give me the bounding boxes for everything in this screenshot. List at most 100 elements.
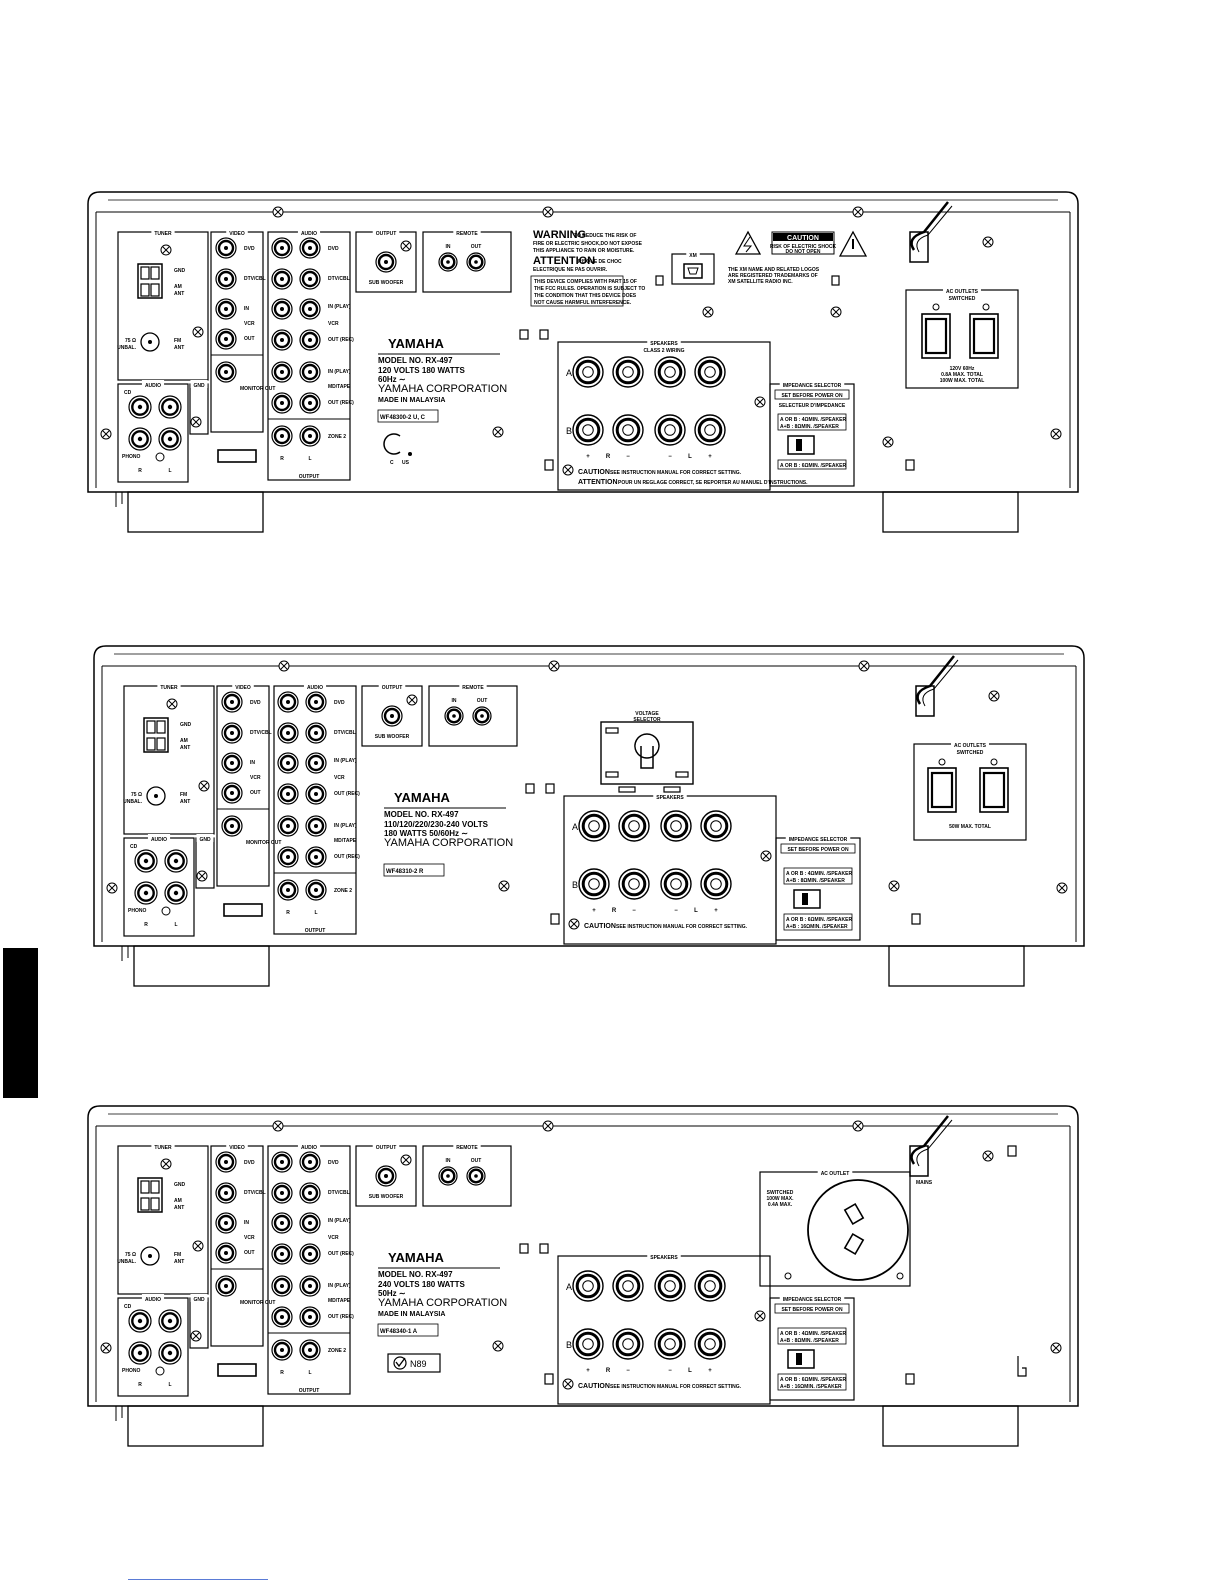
ac-spec-label: 50W MAX. TOTAL — [949, 824, 991, 830]
ac-spec-label: SWITCHED — [767, 1190, 794, 1196]
mark-square — [550, 913, 560, 925]
gnd-section: GND — [195, 834, 215, 889]
terminal-hole — [664, 1338, 676, 1350]
xm-section: XM — [671, 250, 715, 285]
rca-jack-icon — [271, 1243, 293, 1265]
mark-square — [519, 329, 529, 340]
warning-title: WARNING — [533, 229, 586, 241]
voltage-tab — [618, 786, 636, 793]
zone2-label: ZONE 2 — [334, 888, 352, 894]
jack-shell — [307, 724, 325, 742]
terminal-r: R — [606, 1368, 611, 1374]
jack-shell — [273, 1184, 291, 1202]
rca-jack-icon — [271, 1306, 293, 1328]
jack-shell — [468, 1168, 484, 1184]
serial-box — [377, 409, 439, 423]
rca-jack-icon — [158, 427, 182, 451]
jack-pin — [286, 761, 290, 765]
hdmi-slot — [217, 449, 257, 463]
rca-jack-icon — [164, 849, 188, 873]
screw-icon — [400, 240, 412, 252]
rca-jack-icon — [215, 1182, 237, 1204]
terminal-hole — [622, 366, 634, 378]
impedance-section-title: IMPEDANCE SELECTOR — [789, 837, 848, 843]
rca-jack-icon — [271, 425, 293, 447]
power-cord-icon — [910, 201, 949, 251]
rating-line: 120 VOLTS 180 WATTS — [378, 366, 466, 375]
audio-input-label: MD/TAPE — [328, 384, 351, 390]
video-out-label: OUT — [244, 336, 255, 342]
yamaha-logo: YAMAHA — [394, 790, 450, 805]
screw-icon — [754, 396, 766, 408]
rca-jack-icon — [215, 1212, 237, 1234]
impedance-section-title: IMPEDANCE SELECTOR — [783, 383, 842, 389]
jack-shell — [279, 881, 297, 899]
mark-square — [544, 1373, 554, 1385]
rca-jack-icon — [381, 705, 403, 727]
jack-pin — [280, 370, 284, 374]
audio-input-label: IN (PLAY) — [328, 1218, 351, 1224]
terminal-hole — [710, 878, 722, 890]
jack-pin — [314, 700, 318, 704]
jack-shell — [307, 785, 325, 803]
zone-r-label: R — [280, 456, 284, 462]
antenna-clip — [150, 283, 160, 297]
jack-pin — [224, 1221, 228, 1225]
video-section-title-bg — [232, 682, 254, 690]
rca-jack-icon — [299, 268, 321, 290]
speaker-terminal-icon — [578, 810, 610, 842]
remote-section-title-bg — [459, 682, 487, 690]
terminal-plus: + — [708, 1368, 712, 1374]
xm-section-title: XM — [689, 253, 697, 259]
terminal-hole — [704, 424, 716, 436]
ac-spec-label: 0.8A MAX. TOTAL — [941, 372, 983, 378]
rca-jack-icon — [299, 298, 321, 320]
subwoofer-section-title-bg — [378, 682, 406, 690]
hdmi-slot — [223, 903, 263, 917]
screw-icon — [492, 1340, 504, 1352]
terminal-hole — [710, 820, 722, 832]
screw-icon — [1050, 428, 1062, 440]
screw-slot — [500, 882, 508, 890]
tuner-am-label: ANT — [174, 291, 184, 297]
jack-shell — [307, 754, 325, 772]
foot-left — [127, 1405, 264, 1447]
terminal-minus: − — [668, 1368, 672, 1374]
jack-pin — [308, 1221, 312, 1225]
rca-jack-icon — [299, 1151, 321, 1173]
attention-title: ATTENTION — [533, 255, 595, 267]
impedance-switch-knob — [796, 1353, 802, 1365]
screw-slot — [544, 208, 552, 216]
jack-pin — [384, 260, 388, 264]
rating-line: 60Hz ∼ — [378, 375, 406, 384]
monitor-out-label: MONITOR OUT — [246, 840, 281, 846]
impedance-upper-box — [777, 413, 847, 431]
jack-shell — [301, 1153, 319, 1171]
voltage-selector-label: SELECTOR — [633, 717, 661, 723]
speaker-terminal-icon — [578, 868, 610, 900]
gnd-section-title-bg — [190, 1294, 208, 1302]
audio-input-label: OUT (REC) — [328, 1314, 354, 1320]
impedance-section-title-bg — [785, 834, 851, 842]
jack-pin — [224, 370, 228, 374]
voltage-selector-keyhole-icon — [634, 733, 660, 769]
n-mark-label: N89 — [410, 1359, 427, 1369]
jack-shell — [161, 430, 179, 448]
jack-pin — [308, 1315, 312, 1319]
rca-jack-icon — [221, 722, 243, 744]
rca-jack-icon — [305, 879, 327, 901]
jack-shell — [301, 1184, 319, 1202]
audio-input-label: DTV/CBL — [334, 730, 356, 736]
jack-shell — [301, 1214, 319, 1232]
corporation-label: YAMAHA CORPORATION — [384, 837, 513, 849]
screw-icon — [278, 660, 290, 672]
jack-pin — [280, 1221, 284, 1225]
rca-jack-icon — [305, 783, 327, 805]
ac-indicator — [990, 758, 998, 766]
terminal-hole — [664, 424, 676, 436]
